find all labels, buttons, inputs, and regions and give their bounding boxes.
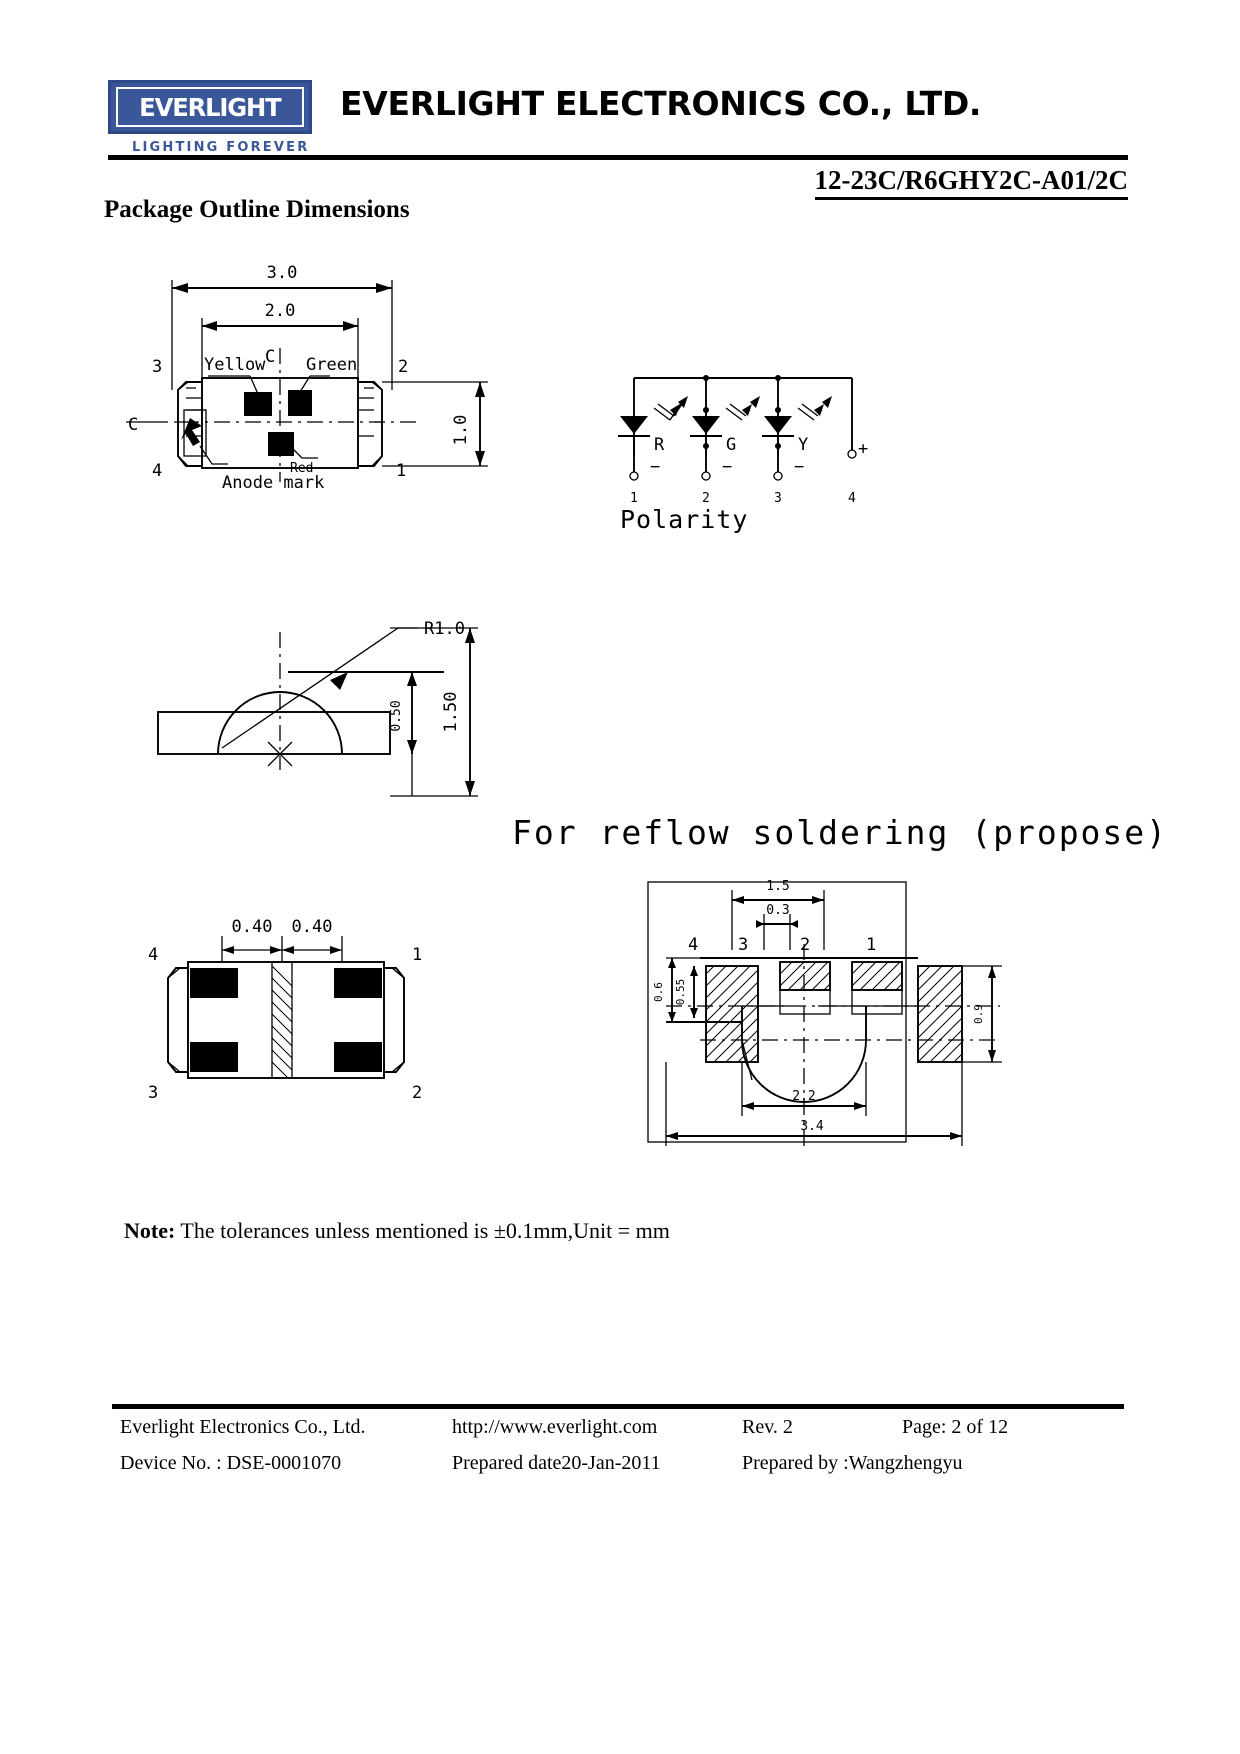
page-footer: Everlight Electronics Co., Ltd. http://w… (112, 1416, 1124, 1488)
bottom-pin-1: 1 (412, 945, 422, 965)
label-anode-mark: Anode mark (222, 473, 324, 493)
logo-inner-frame: EVERLIGHT (116, 87, 304, 127)
top-view-drawing: 3.0 2.0 (126, 263, 488, 493)
footer-divider (112, 1404, 1124, 1409)
reflow-pad-drawing: 1.5 0.3 4 3 2 1 0.6 (647, 879, 1002, 1150)
side-view-drawing: R1.0 0.50 1.50 (157, 619, 478, 797)
tolerance-note: Note: The tolerances unless mentioned is… (124, 1218, 670, 1244)
pin-3: 3 (152, 357, 162, 377)
dim-total-height: 1.50 (441, 692, 461, 733)
diode-label-r: R (654, 435, 665, 455)
reflow-pad-3: 3 (738, 935, 748, 955)
reflow-title: For reflow soldering (propose) (512, 813, 1168, 852)
dim-radius: R1.0 (424, 619, 465, 639)
footer-prepared-by: Prepared by :Wangzhengyu (742, 1452, 963, 1474)
reflow-dim-pad-outer: 0.6 (652, 982, 665, 1002)
logo-tagline: LIGHTING FOREVER (132, 140, 310, 155)
bottom-view-drawing: 0.40 0.40 (148, 917, 422, 1103)
page-header: EVERLIGHT LIGHTING FOREVER EVERLIGHT ELE… (108, 72, 1128, 168)
label-yellow: Yellow (204, 355, 266, 375)
label-red: Red (290, 461, 313, 476)
pin-4: 4 (152, 461, 162, 481)
drawings-area: 3.0 2.0 (0, 250, 1240, 1200)
minus-3: − (794, 457, 804, 477)
chip-green (288, 390, 312, 416)
chip-yellow (244, 392, 272, 416)
footer-prepared-date: Prepared date20-Jan-2011 (452, 1452, 661, 1474)
dim-bottom-right: 0.40 (292, 917, 333, 937)
diode-label-y: Y (798, 435, 808, 455)
dim-top-height: 1.0 (451, 415, 471, 446)
polarity-pin-3: 3 (774, 491, 782, 506)
label-green: Green (306, 355, 357, 375)
dim-inner-width: 2.0 (265, 301, 296, 321)
page-title: Package Outline Dimensions (104, 196, 410, 223)
part-number: 12-23C/R6GHY2C-A01/2C (814, 165, 1128, 200)
header-divider (108, 155, 1128, 160)
diode-label-g: G (726, 435, 736, 455)
company-name: EVERLIGHT ELECTRONICS CO., LTD. (340, 84, 982, 123)
reflow-dim-inner-width: 2.2 (792, 1089, 815, 1104)
footer-row-1: Everlight Electronics Co., Ltd. http://w… (112, 1416, 1124, 1452)
reflow-pad-block-4 (705, 965, 759, 1063)
footer-device-no: Device No. : DSE-0001070 (120, 1452, 342, 1474)
footer-page-number: Page: 2 of 12 (902, 1416, 1009, 1438)
polarity-title: Polarity (620, 505, 748, 534)
reflow-dim-top-span: 1.5 (766, 879, 789, 894)
reflow-dim-gap: 0.3 (766, 903, 789, 918)
center-mark-top: C (265, 347, 275, 367)
polarity-diagram: R − 1 G − 2 (618, 375, 868, 534)
footer-revision: Rev. 2 (742, 1416, 793, 1438)
logo-wordmark: EVERLIGHT (139, 92, 281, 122)
note-label: Note: (124, 1218, 176, 1243)
footer-company: Everlight Electronics Co., Ltd. (120, 1416, 366, 1438)
note-text: The tolerances unless mentioned is ±0.1m… (175, 1218, 670, 1243)
reflow-dim-outer-width: 3.4 (800, 1119, 824, 1134)
footer-website[interactable]: http://www.everlight.com (452, 1416, 658, 1438)
dim-bottom-left: 0.40 (232, 917, 273, 937)
reflow-pad-block-1 (917, 965, 963, 1063)
everlight-logo: EVERLIGHT (108, 80, 312, 134)
bottom-pin-4: 4 (148, 945, 158, 965)
reflow-dim-right-height: 0.9 (972, 1004, 985, 1024)
chip-red (268, 432, 294, 456)
polarity-pin-1: 1 (630, 491, 638, 506)
footer-row-2: Device No. : DSE-0001070 Prepared date20… (112, 1452, 1124, 1488)
bottom-pin-2: 2 (412, 1083, 422, 1103)
reflow-pad-1: 1 (866, 935, 876, 955)
bottom-pin-3: 3 (148, 1083, 158, 1103)
reflow-pad-block-3 (779, 961, 831, 1015)
reflow-pad-4: 4 (688, 935, 698, 955)
pin-2: 2 (398, 357, 408, 377)
pin-1: 1 (396, 461, 406, 481)
reflow-pad-2: 2 (800, 935, 810, 955)
polarity-pin-4: 4 (848, 491, 856, 506)
reflow-pad-block-2 (851, 961, 903, 1015)
dim-overall-width: 3.0 (267, 263, 298, 283)
minus-2: − (722, 457, 732, 477)
reflow-dim-pad-inner: 0.55 (674, 979, 687, 1006)
plus-mark: + (858, 439, 868, 459)
polarity-pin-2: 2 (702, 491, 710, 506)
dim-lens-height: 0.50 (389, 700, 404, 731)
center-mark-left: C (128, 415, 138, 435)
minus-1: − (650, 457, 660, 477)
